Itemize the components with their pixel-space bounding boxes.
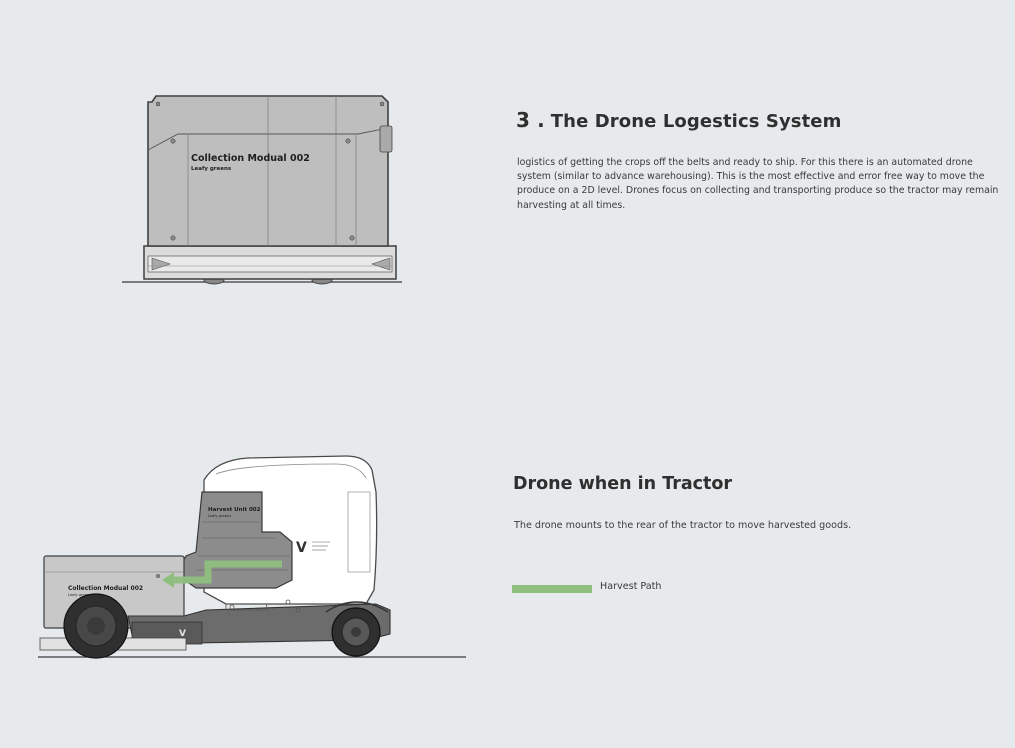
harvest-unit-subtitle: Leafy greens [208,514,231,518]
module-label-title: Collection Modual 002 [191,153,310,164]
section-1-description: logistics of getting the crops off the b… [517,157,999,211]
section-1-heading: 3 .The Drone Logestics System [516,108,841,132]
section-1-title: The Drone Logestics System [550,111,842,132]
legend-label: Harvest Path [600,581,662,592]
rear-wheel [63,593,129,659]
front-wheel [331,607,381,657]
cab-logo: V [296,540,307,556]
tractor-illustration: V Harvest Unit 002 Leafy greens Collecti… [38,455,466,659]
module-label-subtitle: Leafy greens [191,166,232,172]
harvest-unit-title: Harvest Unit 002 [208,507,261,513]
section-2-description: The drone mounts to the rear of the trac… [514,520,852,531]
tractor-module-title: Collection Modual 002 [68,585,143,592]
harvest-path-swatch [512,585,592,593]
tractor-module-subtitle: Leafy greens [68,593,91,597]
chassis-logo: V [179,629,186,639]
harvest-path-arrow [170,560,282,584]
section-number: 3 . [516,108,545,132]
section-2-title: Drone when in Tractor [513,474,733,494]
collection-module-illustration: Collection Modual 002 Leafy greens [122,95,402,285]
